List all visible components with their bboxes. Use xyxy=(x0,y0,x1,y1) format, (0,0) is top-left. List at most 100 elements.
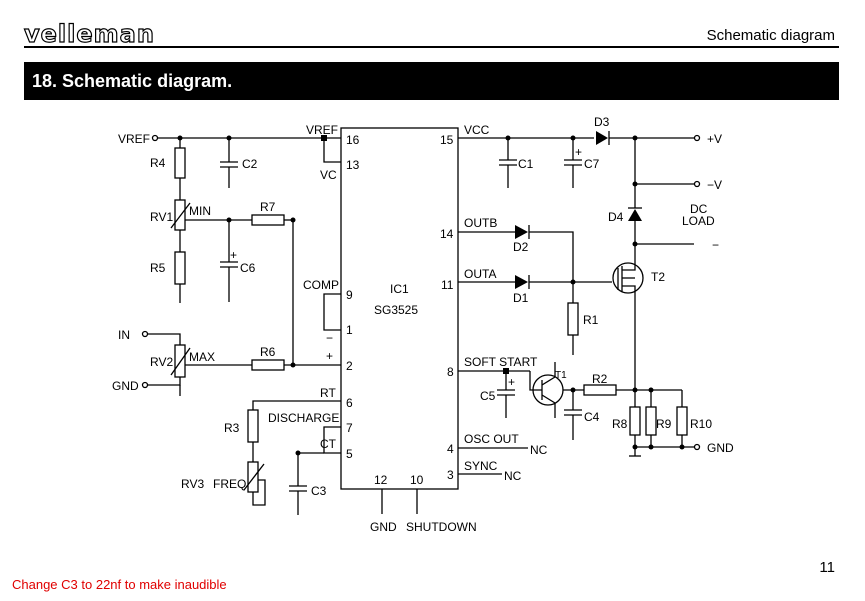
d4-label: D4 xyxy=(608,210,624,224)
c6-label: C6 xyxy=(240,261,256,275)
rv3-label: RV3 xyxy=(181,477,204,491)
junction xyxy=(679,444,685,450)
r2-label: R2 xyxy=(592,372,608,386)
header-title: Schematic diagram xyxy=(706,27,835,44)
r7-label: R7 xyxy=(260,200,276,214)
pin-name-ct: CT xyxy=(320,437,337,451)
ic1-label: IC1 xyxy=(390,282,409,296)
wire xyxy=(529,231,574,282)
pin-12: 12 xyxy=(374,473,388,487)
vref-vc-link xyxy=(323,138,341,163)
c7-plus: + xyxy=(575,145,582,159)
pin-2: 2 xyxy=(346,359,353,373)
pin-1: 1 xyxy=(346,323,353,337)
pin-5: 5 xyxy=(346,447,353,461)
pin-name-shutdown: SHUTDOWN xyxy=(406,520,477,534)
pin-8: 8 xyxy=(447,365,454,379)
page-number: 11 xyxy=(819,559,835,576)
pin-name-plus: + xyxy=(326,349,333,363)
dc-label: DC xyxy=(690,202,708,216)
t2-drain xyxy=(622,262,636,271)
pin-name-minus: − xyxy=(326,331,333,345)
minus-v-label: −V xyxy=(707,178,722,192)
r7-resistor xyxy=(251,214,285,226)
gnd-right-label: GND xyxy=(707,441,734,455)
d1-label: D1 xyxy=(513,291,529,305)
discharge-link xyxy=(323,426,341,454)
r10-resistor xyxy=(676,406,688,436)
r4-resistor xyxy=(174,147,186,179)
pin-name-gnd: GND xyxy=(370,520,397,534)
t1-collector xyxy=(541,376,556,386)
r9-resistor xyxy=(645,406,657,436)
r9-label: R9 xyxy=(656,417,672,431)
pin-name-vc: VC xyxy=(320,168,337,182)
load-label: LOAD xyxy=(682,214,715,228)
pin-name-discharge: DISCHARGE xyxy=(268,411,339,425)
c2-label: C2 xyxy=(242,157,258,171)
rt-wire xyxy=(252,400,341,410)
gnd-terminal xyxy=(141,381,149,389)
t2-label: T2 xyxy=(651,270,665,284)
pin-name-sync: SYNC xyxy=(464,459,498,473)
r5-label: R5 xyxy=(150,261,166,275)
in-label: IN xyxy=(118,328,130,342)
pin-name-rt: RT xyxy=(320,386,336,400)
t1-emitter xyxy=(541,394,556,404)
plus-v-label: +V xyxy=(707,132,722,146)
annotation-note: Change C3 to 22nf to make inaudible xyxy=(12,577,227,592)
pin-15: 15 xyxy=(440,133,454,147)
rv3-wiper-link xyxy=(252,479,266,506)
ic1-body xyxy=(340,127,459,490)
wire xyxy=(148,377,181,386)
rv3-arrow xyxy=(243,463,265,491)
d2-label: D2 xyxy=(513,240,529,254)
c5-label: C5 xyxy=(480,389,496,403)
gnd-left-label: GND xyxy=(112,379,139,393)
vref-terminal xyxy=(151,134,159,142)
r1-label: R1 xyxy=(583,313,599,327)
rv1-potentiometer xyxy=(174,199,186,231)
r3-resistor xyxy=(247,409,259,443)
pin-4: 4 xyxy=(447,442,454,456)
t1-base-wire xyxy=(529,371,542,391)
gnd-right-terminal xyxy=(693,443,701,451)
rv2-label: RV2 xyxy=(150,355,173,369)
r6-label: R6 xyxy=(260,345,276,359)
pin-6: 6 xyxy=(346,396,353,410)
pin-name-soft-start: SOFT START xyxy=(464,355,538,369)
minus-v-terminal xyxy=(693,180,701,188)
r8-resistor xyxy=(629,406,641,436)
t2-source xyxy=(622,285,636,294)
pin-name-outb: OUTB xyxy=(464,216,497,230)
min-label: MIN xyxy=(189,204,211,218)
r5-resistor xyxy=(174,251,186,285)
r8-label: R8 xyxy=(612,417,628,431)
t1-label: T1 xyxy=(555,370,567,381)
rv3-potentiometer xyxy=(247,461,259,493)
vref-left-label: VREF xyxy=(118,132,150,146)
pin-name-osc-out: OSC OUT xyxy=(464,432,519,446)
pin-name-outa: OUTA xyxy=(464,267,496,281)
max-label: MAX xyxy=(189,350,215,364)
load-minus-label: − xyxy=(712,238,719,252)
c1-label: C1 xyxy=(518,157,534,171)
d2-diode xyxy=(515,225,528,239)
d3-diode xyxy=(596,131,608,145)
pin-name-vref: VREF xyxy=(306,123,338,137)
r4-label: R4 xyxy=(150,156,166,170)
section-title: 18. Schematic diagram. xyxy=(24,62,839,100)
pin-10: 10 xyxy=(410,473,424,487)
pin-14: 14 xyxy=(440,227,454,241)
pin-7: 7 xyxy=(346,421,353,435)
junction xyxy=(648,444,654,450)
wire xyxy=(148,333,181,345)
nc-label-sync: NC xyxy=(504,469,522,483)
pin-13: 13 xyxy=(346,158,360,172)
pin-name-comp: COMP xyxy=(303,278,339,292)
r3-label: R3 xyxy=(224,421,240,435)
pin-3: 3 xyxy=(447,468,454,482)
nc-label-osc: NC xyxy=(530,443,548,457)
rv1-arrow xyxy=(170,202,191,229)
